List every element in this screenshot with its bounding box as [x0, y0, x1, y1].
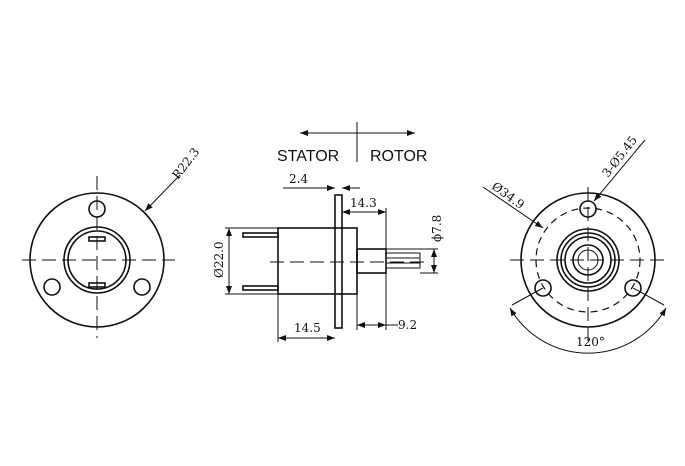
rotor-label: ROTOR	[370, 148, 427, 165]
stator-end-view: R22.3	[22, 145, 202, 338]
rotor-end-view: Ø34.9 3-Ø5.45 120°	[482, 133, 670, 354]
side-view: Ø22.0 2.4 14.3 ϕ7.8 14.5 9.2	[212, 172, 444, 342]
stator-label: STATOR	[277, 148, 339, 165]
shaft-diameter-dimension: ϕ7.8	[430, 215, 444, 242]
angle-dimension: 120°	[576, 335, 605, 349]
radius-dimension: R22.3	[169, 145, 202, 182]
stator-rotor-indicator: STATOR ROTOR	[277, 122, 427, 165]
body-diameter-dimension: Ø22.0	[212, 241, 226, 278]
stator-length-dimension: 14.5	[294, 321, 321, 335]
rotor-length-dimension: 14.3	[350, 196, 377, 210]
flange-thickness-dimension: 2.4	[289, 172, 308, 186]
shaft-length-dimension: 9.2	[398, 318, 417, 332]
holes-dimension: 3-Ø5.45	[599, 133, 640, 180]
